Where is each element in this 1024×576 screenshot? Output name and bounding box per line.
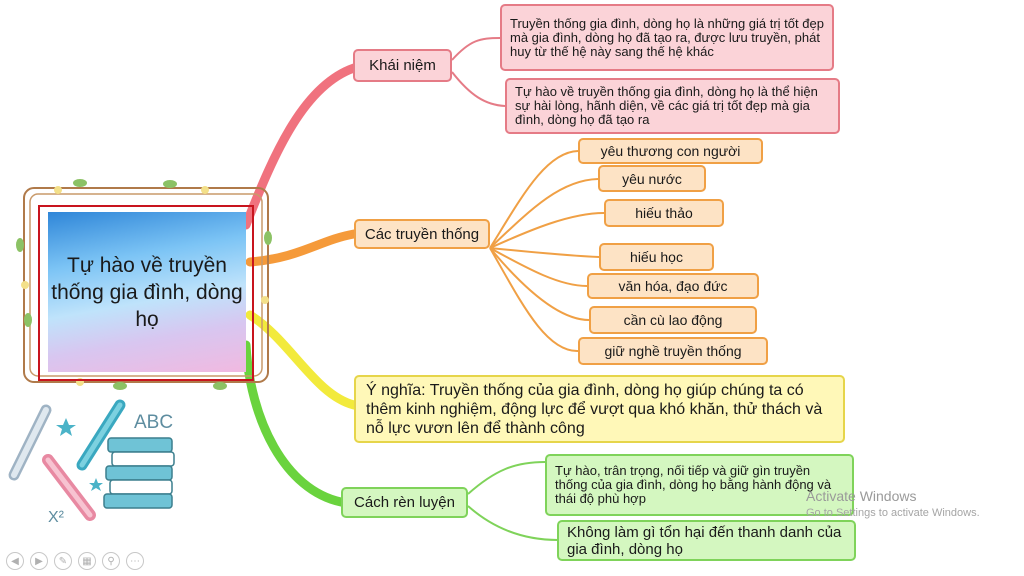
truyen-thong-item-4: hiếu học [599,243,714,271]
truyen-thong-item-1: yêu thương con người [578,138,763,164]
subline-rl-2 [467,505,559,541]
branch-line-ren-luyen [241,340,346,507]
branch-line-y-nghia [245,310,359,410]
leaf-icon [264,231,272,245]
activate-windows-watermark: Activate Windows [806,488,917,504]
truyen-thong-item-6: cần cù lao động [589,306,757,334]
more-options-icon[interactable]: ⋯ [126,552,144,570]
activate-windows-subtitle: Go to Settings to activate Windows. [806,507,980,519]
khai-niem-item-1: Truyền thống gia đình, dòng họ là những … [500,4,834,71]
branch-line-truyen-thong [245,229,359,267]
truyen-thong-item-2: yêu nước [598,165,706,192]
subline-tt-1 [489,150,579,249]
subline-khai-niem-2 [451,71,506,107]
flower-icon [201,186,209,194]
x-squared-label: X² [48,509,65,526]
subline-rl-1 [467,461,546,495]
truyen-thong-item-5: văn hóa, đạo đức [587,273,759,299]
school-supplies-icon [8,399,175,521]
next-slide-icon[interactable]: ▶ [30,552,48,570]
khai-niem-item-2: Tự hào về truyền thống gia đình, dòng họ… [505,78,840,134]
branch-cac-truyen-thong: Các truyền thống [354,219,490,249]
slideshow-controls: ◀ ▶ ✎ ▦ ⚲ ⋯ [6,552,144,572]
wreath-frame-inner [29,193,263,377]
leaf-icon [113,382,127,390]
branch-khai-niem: Khái niệm [353,49,452,82]
flower-icon [21,281,29,289]
truyen-thong-item-7: giữ nghề truyền thống [578,337,768,365]
ren-luyen-item-1: Tự hào, trân trọng, nối tiếp và giữ gìn … [545,454,854,516]
leaf-icon [73,179,87,187]
zoom-icon[interactable]: ⚲ [102,552,120,570]
subline-tt-2 [489,178,599,249]
leaf-icon [24,313,32,327]
central-topic-image [48,212,246,372]
leaf-icon [213,382,227,390]
leaf-icon [16,238,24,252]
abc-label: ABC [134,412,173,433]
flower-icon [54,186,62,194]
leaf-icon [163,180,177,188]
branch-y-nghia: Ý nghĩa: Truyền thống của gia đình, dòng… [354,375,845,443]
pen-icon[interactable]: ✎ [54,552,72,570]
subline-tt-6 [489,247,590,321]
subline-tt-4 [489,247,600,258]
branch-line-khai-niem [241,63,359,230]
central-topic-frame [38,205,254,381]
subline-tt-5 [489,247,588,287]
flower-icon [261,296,269,304]
subline-khai-niem-1 [451,37,501,61]
central-topic-title: Tự hào về truyền thống gia đình, dòng họ [51,253,243,331]
branch-cach-ren-luyen: Cách rèn luyện [341,487,468,518]
previous-slide-icon[interactable]: ◀ [6,552,24,570]
slides-icon[interactable]: ▦ [78,552,96,570]
ren-luyen-item-2: Không làm gì tổn hại đến thanh danh của … [557,520,856,561]
truyen-thong-item-3: hiếu thảo [604,199,724,227]
subline-tt-3 [489,212,605,249]
subline-tt-7 [489,247,579,353]
